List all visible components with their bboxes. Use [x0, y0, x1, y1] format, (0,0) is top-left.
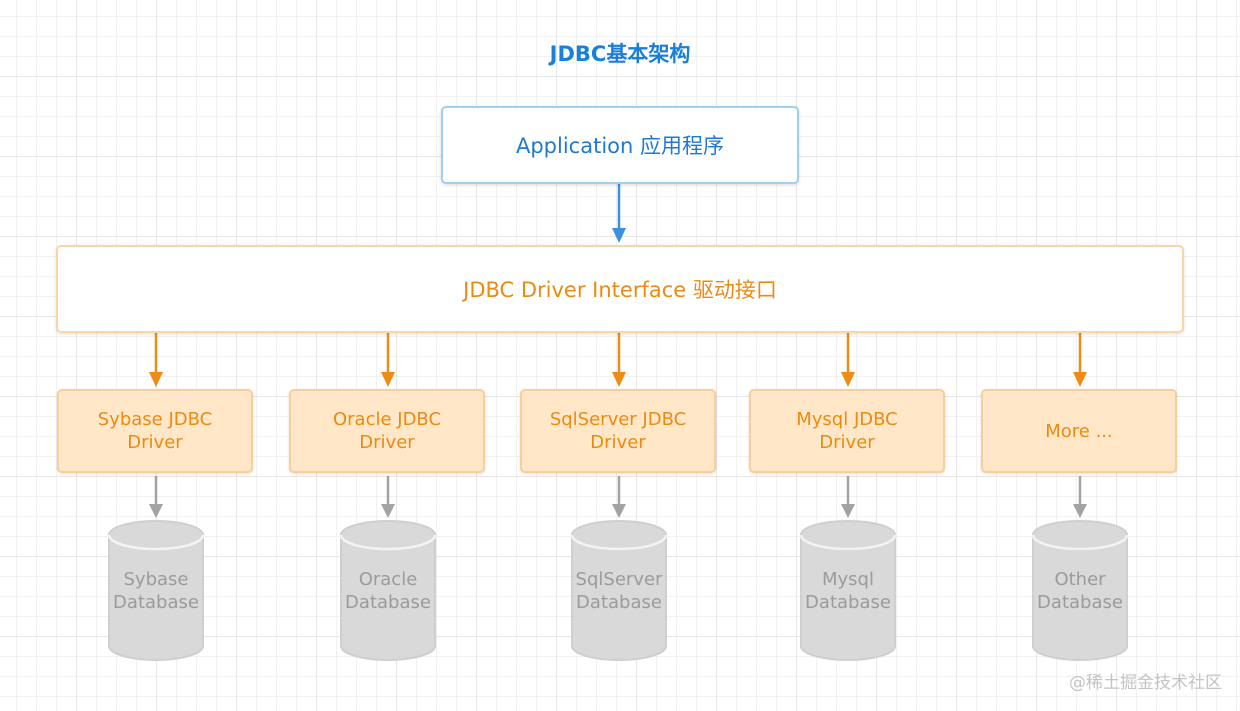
- driver-label-line1: SqlServer JDBC: [549, 409, 687, 430]
- interface-to-driver-arrows: [149, 331, 1087, 387]
- application-label: Application 应用程序: [515, 134, 724, 158]
- database-label-line1: SqlServer: [575, 569, 663, 590]
- database-label-line1: Sybase: [123, 569, 189, 590]
- driver-label: Sybase JDBC Driver: [98, 408, 212, 454]
- sybase-database-label: Sybase Database: [96, 568, 216, 614]
- driver-label-line1: More ...: [1045, 420, 1113, 442]
- database-label-line2: Database: [345, 592, 431, 613]
- oracle-driver-node[interactable]: Oracle JDBC Driver: [289, 389, 485, 473]
- watermark: @稀土掘金技术社区: [1069, 673, 1222, 693]
- database-label-line1: Oracle: [358, 569, 418, 590]
- application-node[interactable]: Application 应用程序: [441, 106, 799, 184]
- more-to-db-arrowhead: [1073, 504, 1087, 518]
- mysql-driver-node[interactable]: Mysql JDBC Driver: [749, 389, 945, 473]
- interface-to-sybase-arrowhead: [149, 372, 163, 387]
- driver-to-database-arrows: [149, 476, 1087, 518]
- interface-to-mysql-arrowhead: [841, 372, 855, 387]
- driver-label-line1: Sybase JDBC: [97, 409, 213, 430]
- sybase-driver-node[interactable]: Sybase JDBC Driver: [57, 389, 253, 473]
- driver-label-line2: Driver: [819, 432, 875, 453]
- driver-label-line2: Driver: [359, 432, 415, 453]
- driver-label: Oracle JDBC Driver: [333, 408, 441, 454]
- app-to-interface-arrowhead: [612, 228, 626, 243]
- driver-label: SqlServer JDBC Driver: [550, 408, 686, 454]
- driver-label-line1: Oracle JDBC: [332, 409, 442, 430]
- diagram-title: JDBC基本架构: [549, 42, 691, 66]
- interface-to-oracle-arrowhead: [381, 372, 395, 387]
- sqlserver-database-cylinder: [570, 520, 668, 661]
- driver-label-line1: Mysql JDBC: [796, 409, 898, 430]
- driver-label: Mysql JDBC Driver: [796, 408, 897, 454]
- driver-label-line2: Driver: [127, 432, 183, 453]
- oracle-database-cylinder: [339, 520, 437, 661]
- database-label-line1: Mysql: [822, 569, 874, 590]
- other-database-cylinder: [1031, 520, 1129, 661]
- oracle-to-db-arrowhead: [381, 504, 395, 518]
- mysql-database-cylinder: [799, 520, 897, 661]
- other-database-label: Other Database: [1020, 568, 1140, 614]
- interface-to-more-arrowhead: [1073, 372, 1087, 387]
- driver-label: More ...: [1045, 420, 1113, 443]
- database-label-line2: Database: [113, 592, 199, 613]
- oracle-database-label: Oracle Database: [328, 568, 448, 614]
- sybase-to-db-arrowhead: [149, 504, 163, 518]
- driver-label-line2: Driver: [590, 432, 646, 453]
- database-label-line2: Database: [805, 592, 891, 613]
- sqlserver-driver-node[interactable]: SqlServer JDBC Driver: [520, 389, 716, 473]
- database-label-line2: Database: [576, 592, 662, 613]
- sqlserver-database-label: SqlServer Database: [559, 568, 679, 614]
- sqlserver-to-db-arrowhead: [612, 504, 626, 518]
- interface-label: JDBC Driver Interface 驱动接口: [463, 278, 777, 302]
- more-driver-node[interactable]: More ...: [981, 389, 1177, 473]
- mysql-to-db-arrowhead: [841, 504, 855, 518]
- sybase-database-cylinder: [107, 520, 205, 661]
- interface-to-sqlserver-arrowhead: [612, 372, 626, 387]
- database-cylinders: [107, 520, 1129, 661]
- mysql-database-label: Mysql Database: [788, 568, 908, 614]
- jdbc-driver-interface-node[interactable]: JDBC Driver Interface 驱动接口: [56, 245, 1184, 333]
- database-label-line1: Other: [1054, 569, 1106, 590]
- database-label-line2: Database: [1037, 592, 1123, 613]
